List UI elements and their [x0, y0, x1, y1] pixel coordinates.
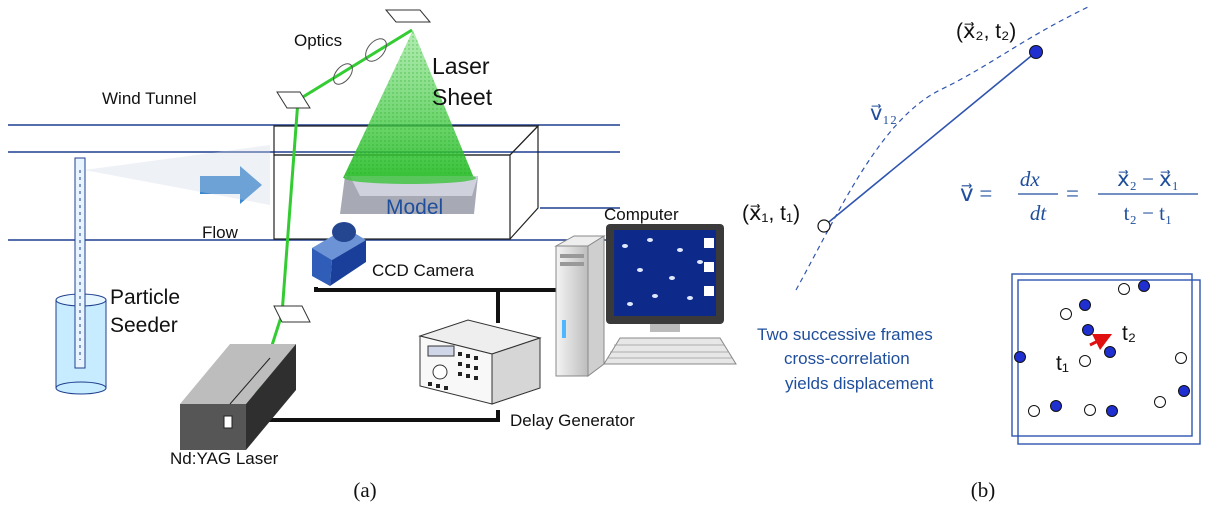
eq-lhs: v⃗ = [960, 181, 992, 206]
frame-particles [1014, 280, 1190, 417]
eq-equals: = [1066, 181, 1079, 206]
caption-b: (b) [971, 478, 996, 502]
label-delay-generator: Delay Generator [510, 411, 635, 430]
eq-diff-num: x⃗₂ − x⃗₁ [1117, 167, 1179, 191]
panel-a: Optics Laser Sheet Wind Tunnel Flow Mode… [8, 9, 737, 502]
particle-seeder [55, 145, 270, 395]
displacement-line [823, 51, 1037, 227]
velocity-equation: v⃗ = dx⃗ dt = x⃗₂ − x⃗₁ t₂ − t₁ [960, 167, 1198, 225]
label-v12: v⃗₁₂ [870, 101, 897, 125]
note-line-3: yields displacement [785, 374, 934, 393]
label-point-1: (x⃗₁, t₁) [742, 202, 800, 225]
label-nd-yag-laser: Nd:YAG Laser [170, 449, 279, 468]
optics-lenses [333, 38, 387, 85]
wind-tunnel [8, 124, 620, 241]
label-wind-tunnel: Wind Tunnel [102, 89, 197, 108]
frame-note: Two successive frames cross-correlation … [757, 325, 934, 393]
mirrors [273, 9, 432, 323]
computer [554, 224, 737, 377]
label-particle-2: Seeder [110, 314, 178, 337]
label-particle-1: Particle [110, 286, 180, 309]
cables [228, 287, 574, 422]
label-ccd-camera: CCD Camera [372, 261, 475, 280]
label-flow: Flow [202, 223, 239, 242]
displacement-arrow [1089, 333, 1113, 351]
caption-a: (a) [353, 478, 376, 502]
eq-diff-den: t₂ − t₁ [1124, 201, 1173, 225]
flow-arrow [200, 166, 262, 204]
label-laser-sheet-2: Sheet [432, 84, 493, 110]
pathline [795, 5, 1091, 291]
label-frame-t2: t₂ [1122, 322, 1136, 345]
label-frame-t1: t₁ [1056, 352, 1069, 375]
label-point-2: (x⃗₂, t₂) [956, 20, 1016, 43]
panel-b: (x⃗₁, t₁) (x⃗₂, t₂) v⃗₁₂ v⃗ = dx⃗ dt = x… [742, 5, 1201, 502]
label-laser-sheet-1: Laser [432, 53, 490, 79]
point-2 [1029, 45, 1043, 59]
note-line-2: cross-correlation [784, 349, 910, 368]
nd-yag-laser [180, 344, 296, 450]
eq-d-den: dt [1030, 201, 1048, 225]
label-computer: Computer [604, 205, 679, 224]
image-frames [1011, 273, 1201, 445]
model-shape [340, 172, 478, 214]
delay-generator [418, 319, 542, 405]
eq-d-num: dx⃗ [1020, 167, 1056, 191]
label-model: Model [386, 196, 443, 219]
ccd-camera [312, 222, 366, 286]
point-1 [817, 219, 831, 233]
note-line-1: Two successive frames [757, 325, 933, 344]
label-optics: Optics [294, 31, 342, 50]
